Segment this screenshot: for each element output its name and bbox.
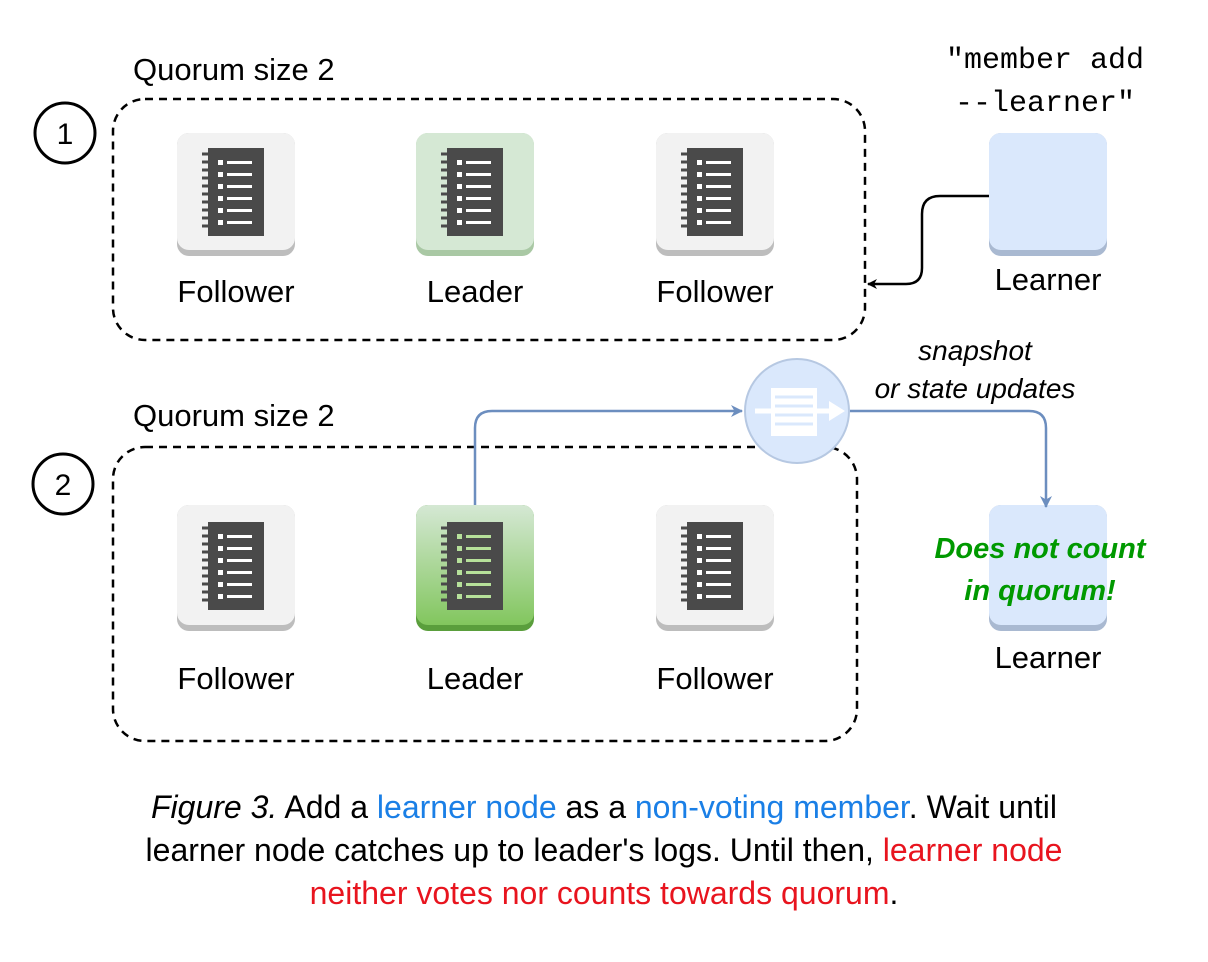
follower-node-1a: Follower (177, 133, 295, 309)
transfer-label-line1: snapshot (918, 335, 1033, 366)
document-list-icon (439, 520, 505, 612)
caption-non-voting: non-voting member (634, 789, 909, 825)
learner-node-2: Learner (989, 505, 1107, 675)
message-queue-icon (744, 358, 850, 464)
node-label: Leader (427, 661, 524, 696)
caption-text: . Wait until (908, 789, 1057, 825)
member-add-command-line1: "member add (946, 44, 1144, 78)
follower-node-2a: Follower (177, 505, 295, 696)
node-label: Follower (656, 274, 773, 309)
quorum-note-line1: Does not count (934, 533, 1146, 565)
caption-line-2: learner node catches up to leader's logs… (0, 829, 1208, 872)
document-list-icon (679, 520, 745, 612)
node-label: Follower (177, 274, 294, 309)
caption-text: . (889, 875, 899, 911)
caption-line-1: Figure 3. Add a learner node as a non-vo… (0, 786, 1208, 829)
document-list-icon (439, 146, 505, 238)
quorum-label-1: Quorum size 2 (133, 52, 335, 87)
caption-red-learner-node: learner node (882, 832, 1063, 868)
step-2: 2 Quorum size 2 Follower Leader Follower (31, 335, 1147, 743)
queue-to-learner-arrow (850, 409, 1052, 508)
quorum-label-2: Quorum size 2 (133, 398, 335, 433)
member-add-command-line2: --learner" (955, 87, 1135, 121)
caption-red-quorum: neither votes nor counts towards quorum (309, 875, 890, 911)
quorum-group-1 (111, 97, 867, 342)
step-2-badge (31, 452, 95, 516)
step-2-number: 2 (55, 469, 72, 502)
caption-figure-number: Figure 3. (151, 789, 278, 825)
learner-label-2: Learner (995, 640, 1102, 675)
raft-learner-diagram: 1 Quorum size 2 Follower Leader Follower… (31, 44, 1147, 743)
join-arrow (867, 194, 989, 289)
caption-text: as a (556, 789, 635, 825)
node-label: Leader (427, 274, 524, 309)
document-list-icon (200, 520, 266, 612)
quorum-note-line2: in quorum! (964, 575, 1116, 607)
caption-text: learner node catches up to leader's logs… (145, 832, 883, 868)
document-list-icon (679, 146, 745, 238)
caption-learner-node: learner node (376, 789, 557, 825)
step-1-number: 1 (57, 118, 74, 151)
follower-node-1b: Follower (656, 133, 774, 309)
leader-node-1: Leader (416, 133, 534, 309)
node-label: Follower (177, 661, 294, 696)
follower-node-2b: Follower (656, 505, 774, 696)
document-list-icon (200, 146, 266, 238)
learner-label-1: Learner (995, 262, 1102, 297)
step-1: 1 Quorum size 2 Follower Leader Follower… (33, 44, 1144, 342)
caption-text: Add a (277, 789, 377, 825)
leader-to-queue-arrow (473, 405, 743, 505)
transfer-label-line2: or state updates (875, 373, 1076, 404)
learner-node-1: Learner (989, 133, 1107, 297)
node-label: Follower (656, 661, 773, 696)
quorum-group-2 (111, 445, 859, 743)
figure-caption: Figure 3. Add a learner node as a non-vo… (0, 786, 1208, 915)
caption-line-3: neither votes nor counts towards quorum. (0, 872, 1208, 915)
step-1-badge (33, 101, 97, 165)
leader-node-2: Leader (416, 505, 534, 696)
